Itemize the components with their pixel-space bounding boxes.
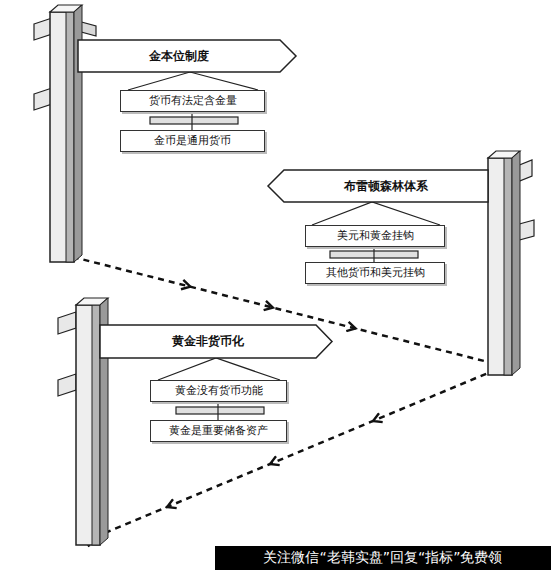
board-text: 黄金没有货币功能 (175, 384, 263, 397)
board-text: 黄金是重要储备资产 (169, 424, 268, 437)
watermark: 关注微信“老韩实盘”回复“指标”免费领 (215, 546, 551, 570)
signpost (488, 151, 534, 375)
board-text: 美元和黄金挂钩 (337, 229, 414, 242)
direction-sign: 黄金非货币化 (100, 325, 332, 358)
bracket-line (217, 402, 218, 420)
direction-sign: 布雷顿森林体系 (268, 170, 488, 202)
bracket-bar (176, 407, 264, 414)
bracket-line (128, 72, 258, 90)
hanging-board: 黄金没有货币功能 (150, 380, 287, 402)
post-body (50, 12, 74, 262)
bracket-line (373, 247, 374, 262)
post-plank (58, 374, 76, 396)
board-text: 金币是通用货币 (154, 134, 231, 147)
sign-shape (100, 325, 332, 358)
bracket-bar (150, 117, 238, 124)
hanging-board: 美元和黄金挂钩 (305, 225, 445, 247)
hanging-board: 黄金是重要储备资产 (150, 420, 287, 442)
sign-title: 金本位制度 (149, 49, 209, 63)
bracket-line (191, 112, 192, 130)
hanging-board: 金币是通用货币 (120, 130, 265, 152)
sign-shape (78, 40, 296, 72)
post-body (76, 305, 100, 545)
sign-title: 布雷顿森林体系 (344, 179, 428, 193)
sign-shape (268, 170, 488, 202)
post-side (512, 151, 520, 375)
hanging-board: 其他货币和美元挂钩 (305, 262, 445, 284)
board-text: 其他货币和美元挂钩 (326, 266, 425, 279)
post-shade (66, 12, 74, 262)
direction-sign: 金本位制度 (78, 40, 296, 72)
sign-title: 黄金非货币化 (172, 334, 244, 348)
dashed-transition-arrow (65, 56, 500, 365)
hanging-board: 货币有法定含金量 (120, 90, 265, 112)
post-shade (504, 158, 512, 375)
board-text: 货币有法定含金量 (149, 94, 237, 107)
post-body (488, 158, 512, 375)
bracket-line (312, 202, 440, 225)
bracket-line (158, 358, 280, 380)
dashed-transition-arrow (88, 186, 500, 540)
post-plank (58, 312, 76, 334)
post-shade (92, 305, 100, 545)
